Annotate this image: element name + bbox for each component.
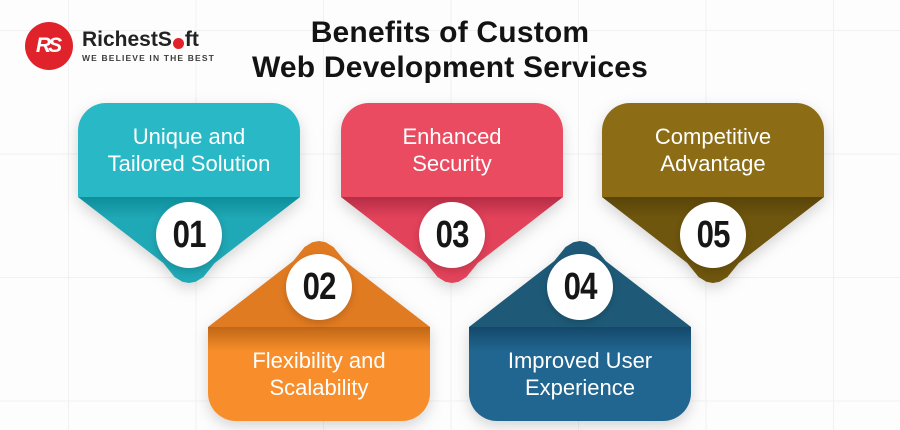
benefit-banner: Competitive Advantage 05 — [602, 103, 824, 283]
brand-text: RichestS ft WE BELIEVE IN THE BEST — [82, 29, 215, 64]
ribbon-body — [602, 103, 824, 197]
benefit-number: 05 — [696, 213, 730, 256]
benefit-label-line2: Security — [412, 151, 492, 176]
benefit-label-line1: Unique and — [132, 124, 246, 149]
benefit-label-line2: Advantage — [660, 151, 766, 176]
brand-name: RichestS ft — [82, 29, 215, 51]
benefit-banner: Enhanced Security 03 — [341, 103, 563, 283]
ribbon-body — [208, 327, 430, 421]
benefit-label-line2: Experience — [524, 375, 636, 400]
benefit-label: Unique and Tailored Solution — [84, 103, 294, 197]
benefit-number-badge: 01 — [156, 202, 222, 268]
benefit-number: 04 — [563, 265, 597, 308]
benefit-banner: Flexibility and Scalability 02 — [208, 241, 430, 421]
brand-o-dot-icon — [172, 37, 184, 49]
benefit-label: Enhanced Security — [347, 103, 557, 197]
page-title-line2: Web Development Services — [251, 51, 649, 84]
benefit-number: 02 — [302, 265, 336, 308]
ribbon-body — [78, 103, 300, 197]
page-title: Benefits of Custom Web Development Servi… — [0, 15, 900, 85]
page-title-line1: Benefits of Custom — [310, 16, 590, 49]
benefit-number-badge: 03 — [419, 202, 485, 268]
brand-name-prefix: RichestS — [82, 28, 172, 51]
benefit-label: Improved User Experience — [475, 327, 685, 421]
benefit-number-badge: 05 — [680, 202, 746, 268]
benefit-label-line1: Competitive — [654, 124, 772, 149]
brand-logo: RS RichestS ft WE BELIEVE IN THE BEST — [25, 22, 215, 70]
benefit-number: 01 — [172, 213, 206, 256]
benefit-label-line1: Improved User — [507, 348, 653, 373]
benefit-label-line1: Enhanced — [402, 124, 502, 149]
benefit-banner: Improved User Experience 04 — [469, 241, 691, 421]
benefit-number-badge: 02 — [286, 254, 352, 320]
richestsoft-logo-icon: RS — [25, 22, 73, 70]
benefit-label-line2: Scalability — [269, 375, 369, 400]
brand-tagline: WE BELIEVE IN THE BEST — [82, 53, 215, 63]
benefit-banner: Unique and Tailored Solution 01 — [78, 103, 300, 283]
ribbon-body — [341, 103, 563, 197]
benefit-number-badge: 04 — [547, 254, 613, 320]
benefit-number: 03 — [435, 213, 469, 256]
logo-monogram: RS — [35, 34, 62, 57]
benefit-label-line2: Tailored Solution — [107, 151, 271, 176]
brand-name-suffix: ft — [184, 28, 199, 51]
benefit-label-line1: Flexibility and — [252, 348, 386, 373]
benefit-label: Flexibility and Scalability — [214, 327, 424, 421]
ribbon-body — [469, 327, 691, 421]
benefit-label: Competitive Advantage — [608, 103, 818, 197]
